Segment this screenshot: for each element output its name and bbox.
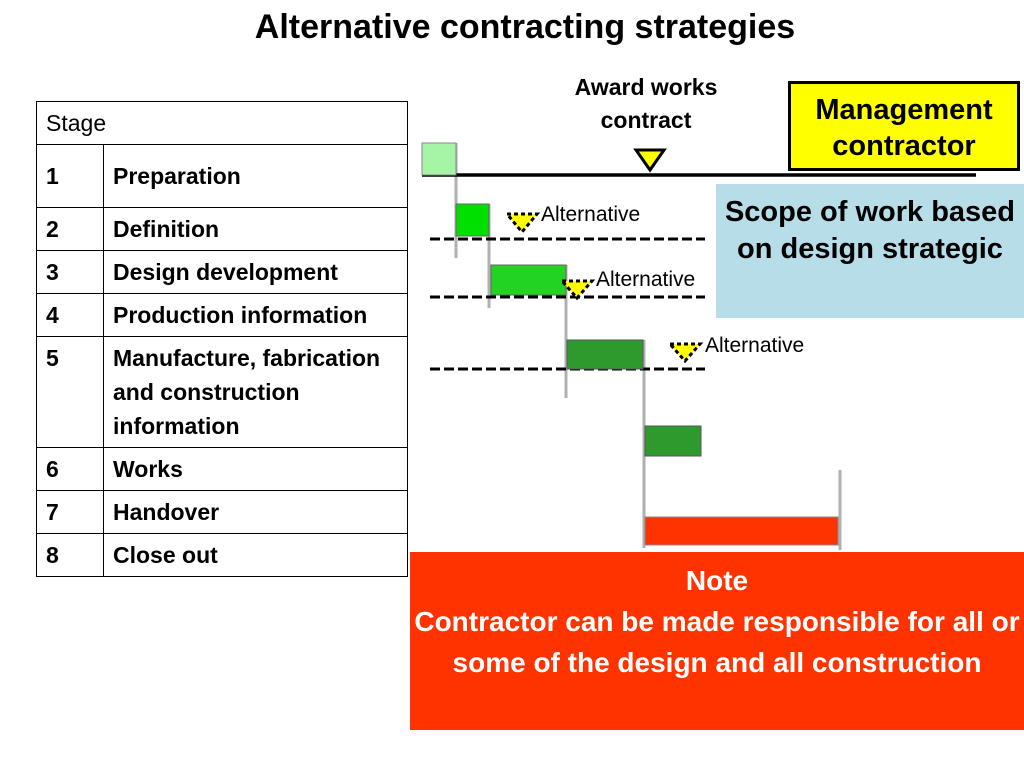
stage-header: Stage [36,101,408,145]
note-title: Note [685,565,749,596]
stage-row: 5 Manufacture, fabrication and construct… [36,336,408,448]
stage-label: Works [103,447,408,491]
stage-number: 8 [36,533,104,577]
alternative-label: Alternative [541,203,641,226]
alternative-label: Alternative [705,334,805,357]
note-box: Note Contractor can be made responsible … [410,552,1024,730]
stage-3-bar [490,264,567,296]
stage-label: Manufacture, fabrication and constructio… [103,336,408,448]
stage-1-bar [421,142,457,176]
stage-number: 7 [36,490,104,534]
stage-row: 4 Production information [36,293,408,337]
stage-table: Stage 1 Preparation 2 Definition 3 Desig… [36,101,408,577]
stage-4-bar [566,339,644,370]
management-contractor-box: Management contractor [788,81,1020,171]
alternative-marker-icon [666,342,704,364]
stage-row: 8 Close out [36,533,408,577]
scope-of-work-box: Scope of work based on design strategic [716,184,1024,318]
stage-5-bar [644,425,702,457]
award-marker-icon [633,148,667,173]
stage-label: Production information [103,293,408,337]
award-works-label: Award works contract [574,74,718,133]
stage-label: Preparation [103,144,408,208]
page-title: Alternative contracting strategies [254,8,796,46]
stage-number: 4 [36,293,104,337]
stage-label: Close out [103,533,408,577]
note-body: Contractor can be made responsible for a… [414,606,1020,678]
stage-2-bar [455,203,490,237]
stage-table-header-row: Stage [36,101,408,145]
stage-6-bar [644,516,839,546]
stage-label: Design development [103,250,408,294]
alternative-label: Alternative [596,268,696,291]
alternative-marker-icon [558,279,596,301]
stage-row: 6 Works [36,447,408,491]
alternative-marker-icon [503,212,541,235]
